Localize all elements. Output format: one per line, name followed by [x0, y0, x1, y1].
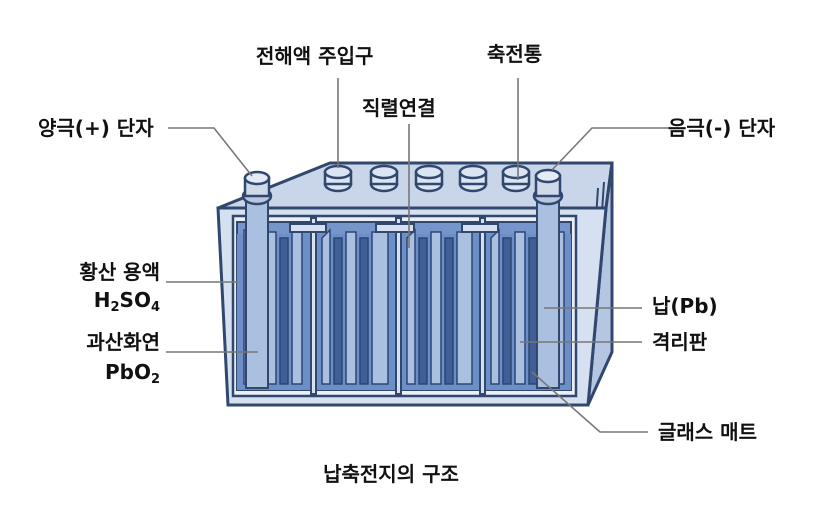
- label-sulfuric-acid-formula: H2SO4: [93, 288, 160, 315]
- cell-dividers: [310, 217, 486, 395]
- vent-cap-2: [369, 164, 399, 193]
- series-straps: [289, 223, 499, 233]
- negative-terminal-post: [532, 168, 564, 389]
- label-negative-terminal: 음극(-) 단자: [668, 116, 776, 140]
- vent-cap-5: [501, 164, 531, 193]
- positive-terminal-post: [241, 170, 273, 389]
- label-lead: 납(Pb): [652, 294, 718, 318]
- label-lead-dioxide-formula: PbO2: [104, 360, 160, 387]
- label-glass-mat: 글래스 매트: [658, 420, 757, 444]
- label-separator: 격리판: [652, 330, 708, 354]
- leader-negative-terminal: [551, 127, 670, 171]
- label-positive-terminal: 양극(+) 단자: [38, 116, 154, 140]
- leader-lines: [166, 78, 670, 433]
- label-sulfuric-acid: 황산 용액: [79, 260, 160, 284]
- vent-cap-1: [323, 164, 353, 193]
- vent-cap-3: [414, 164, 444, 193]
- vent-cap-4: [458, 164, 488, 193]
- label-lead-dioxide: 과산화연: [86, 330, 160, 354]
- leader-glass-mat: [531, 371, 648, 433]
- label-series-connection: 직렬연결: [362, 96, 436, 120]
- figure-caption: 납축전지의 구조: [323, 462, 459, 486]
- label-container: 축전통: [487, 42, 543, 66]
- leader-positive-terminal: [168, 127, 253, 177]
- vent-caps: [323, 164, 531, 193]
- label-electrolyte-inlet: 전해액 주입구: [256, 44, 374, 68]
